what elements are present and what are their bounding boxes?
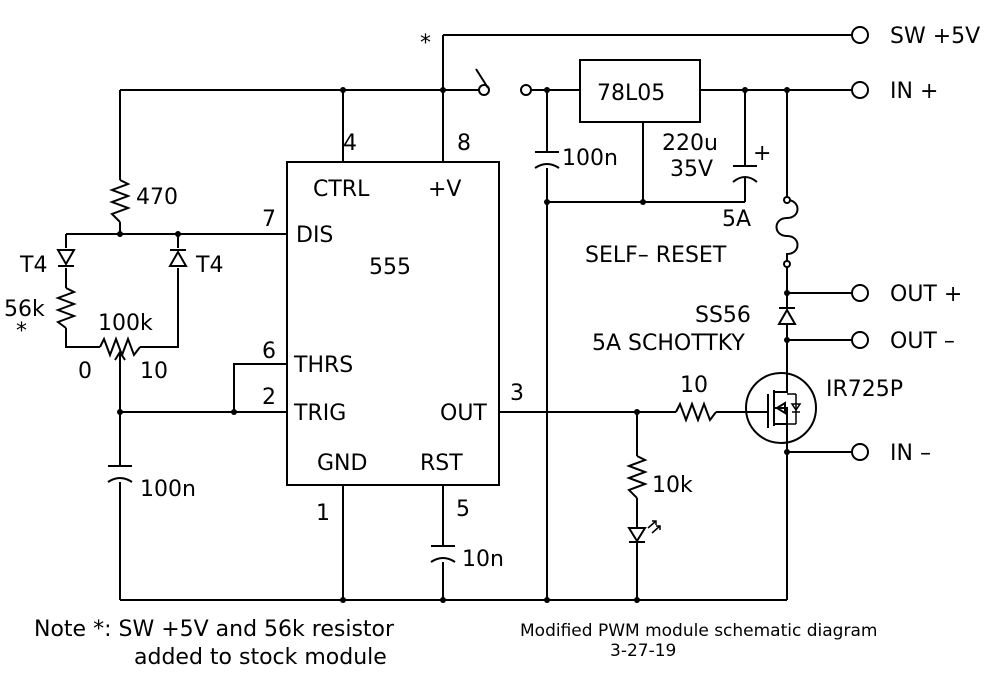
cap-bulk-polarity: + (753, 141, 771, 166)
ic-555-name: 555 (369, 255, 411, 280)
diode-t4-right-label: T4 (195, 253, 223, 278)
cap-ctrl-label: 10n (462, 547, 504, 572)
cap-reg-input-label: 100n (562, 146, 618, 171)
diode-t4-left-label: T4 (19, 253, 47, 278)
mosfet-label: IR725P (826, 377, 903, 402)
ic-555-body (286, 161, 500, 486)
asterisk-56k: * (16, 319, 27, 344)
pin-number-thrs: 6 (262, 339, 276, 364)
resistor-gate (675, 401, 717, 423)
pot-wiper (114, 350, 126, 362)
pin-number-gnd: 1 (316, 501, 330, 526)
pin-label-rst: RST (420, 451, 463, 476)
diode-t4-left (56, 249, 76, 267)
pin-label-vcc: +V (428, 177, 461, 202)
pot-label: 100k (98, 311, 153, 336)
diode-t4-right (168, 249, 188, 267)
pin-number-dis: 7 (262, 207, 276, 232)
fuse-end-bottom (783, 260, 791, 268)
pot-max-label: 10 (140, 359, 168, 384)
resistor-56k-label: 56k (4, 297, 45, 322)
regulator-78l05 (579, 59, 701, 123)
pin-label-gnd: GND (317, 451, 367, 476)
terminal-in-plus[interactable]: IN + (851, 79, 938, 104)
terminal-in-minus-label: IN – (890, 441, 931, 466)
diode-schottky-ss56 (777, 307, 797, 325)
terminal-sw5v[interactable]: SW +5V (851, 24, 980, 49)
cap-ctrl (430, 545, 456, 563)
terminal-out-minus[interactable]: OUT – (851, 329, 955, 354)
regulator-label: 78L05 (597, 81, 665, 106)
pin-number-trig: 2 (262, 385, 276, 410)
pin-number-vcc: 8 (457, 131, 471, 156)
resistor-gate-label: 10 (680, 373, 708, 398)
fuse-self-reset (775, 199, 799, 264)
pin-number-out: 3 (510, 381, 524, 406)
pin-number-rst: 5 (456, 497, 470, 522)
pin-label-dis: DIS (296, 223, 333, 248)
fuse-type-label: SELF– RESET (585, 243, 727, 268)
cap-bulk-value: 220u (662, 131, 718, 156)
cap-timing (107, 465, 133, 483)
diode-type-label: 5A SCHOTTKY (592, 331, 745, 356)
note-line-2: added to stock module (134, 645, 387, 670)
cap-reg-input (534, 151, 560, 169)
wires (65, 34, 852, 601)
diode-part-label: SS56 (695, 303, 751, 328)
power-switch (475, 68, 532, 96)
resistor-470 (109, 179, 131, 223)
terminal-out-plus[interactable]: OUT + (851, 282, 962, 307)
resistor-470-label: 470 (136, 185, 178, 210)
led-indicator (627, 520, 661, 543)
pin-label-thrs: THRS (293, 353, 353, 378)
fuse-rating-label: 5A (722, 207, 751, 232)
pot-min-label: 0 (78, 359, 92, 384)
cap-timing-label: 100n (140, 477, 196, 502)
terminal-in-minus[interactable]: IN – (851, 441, 931, 466)
terminal-out-minus-label: OUT – (890, 329, 955, 354)
asterisk-sw: * (420, 31, 431, 56)
note-line-1: Note *: SW +5V and 56k resistor (34, 617, 395, 642)
terminal-sw5v-label: SW +5V (890, 24, 980, 49)
cap-bulk (732, 165, 758, 183)
pin-label-trig: TRIG (293, 401, 346, 426)
pin-label-out: OUT (440, 401, 487, 426)
terminal-in-plus-label: IN + (890, 79, 938, 104)
terminal-out-plus-label: OUT + (890, 282, 962, 307)
mosfet-ir725p (745, 372, 817, 444)
potentiometer-100k (99, 336, 141, 358)
resistor-10k-label: 10k (652, 473, 693, 498)
resistor-10k (626, 455, 648, 499)
cap-bulk-voltage: 35V (670, 157, 713, 182)
junction-dots (117, 87, 790, 603)
diagram-caption: Modified PWM module schematic diagram (520, 621, 877, 641)
diagram-date: 3-27-19 (610, 641, 676, 661)
resistor-56k (55, 287, 77, 329)
pin-number-ctrl: 4 (343, 131, 357, 156)
fuse-end-top (783, 196, 791, 204)
pin-label-ctrl: CTRL (313, 177, 370, 202)
